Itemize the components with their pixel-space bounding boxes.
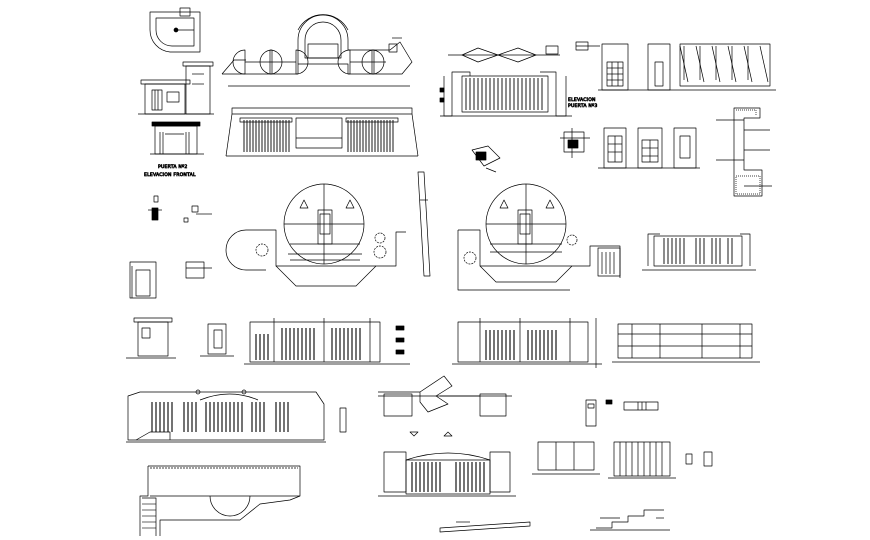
detail-symbol (471, 145, 501, 173)
guardhouse-plan (149, 7, 201, 53)
gate-3-elevation (439, 45, 572, 117)
elevacion-frontal-label: ELEVACION FRONTAL (144, 172, 196, 178)
gate-elevation-right-mid (642, 233, 756, 271)
gate-elevation-1 (244, 318, 410, 365)
guardhouse-elevation (138, 61, 214, 115)
detail-panels-top-right (575, 41, 776, 91)
wall-section-detail (716, 107, 772, 197)
puerta-3-label: PUERTA Nº3 (568, 103, 597, 109)
glass-panels (532, 441, 713, 479)
guardhouse-section (150, 121, 204, 155)
sliding-gate-plan (378, 375, 512, 437)
site-plan-b (457, 183, 621, 291)
window-details (560, 127, 700, 169)
main-gate-plan (221, 14, 413, 87)
site-plan-a (225, 183, 406, 287)
vertical-section (417, 171, 431, 277)
steps-section (439, 509, 670, 533)
small-elevations-row5 (585, 399, 659, 427)
main-gate-elevation (225, 107, 419, 157)
puerta-2-label: PUERTA Nº2 (158, 164, 187, 170)
elevation-label: ELEVACION (568, 97, 596, 103)
pillar-elevation (126, 317, 234, 359)
gate-elevation-large (126, 389, 347, 443)
small-detail-left (129, 195, 212, 299)
ramp-plan (139, 465, 301, 536)
gate-elevation-2 (452, 318, 602, 368)
fence-elevation (612, 323, 760, 363)
gate-elevation-bottom (378, 451, 516, 497)
